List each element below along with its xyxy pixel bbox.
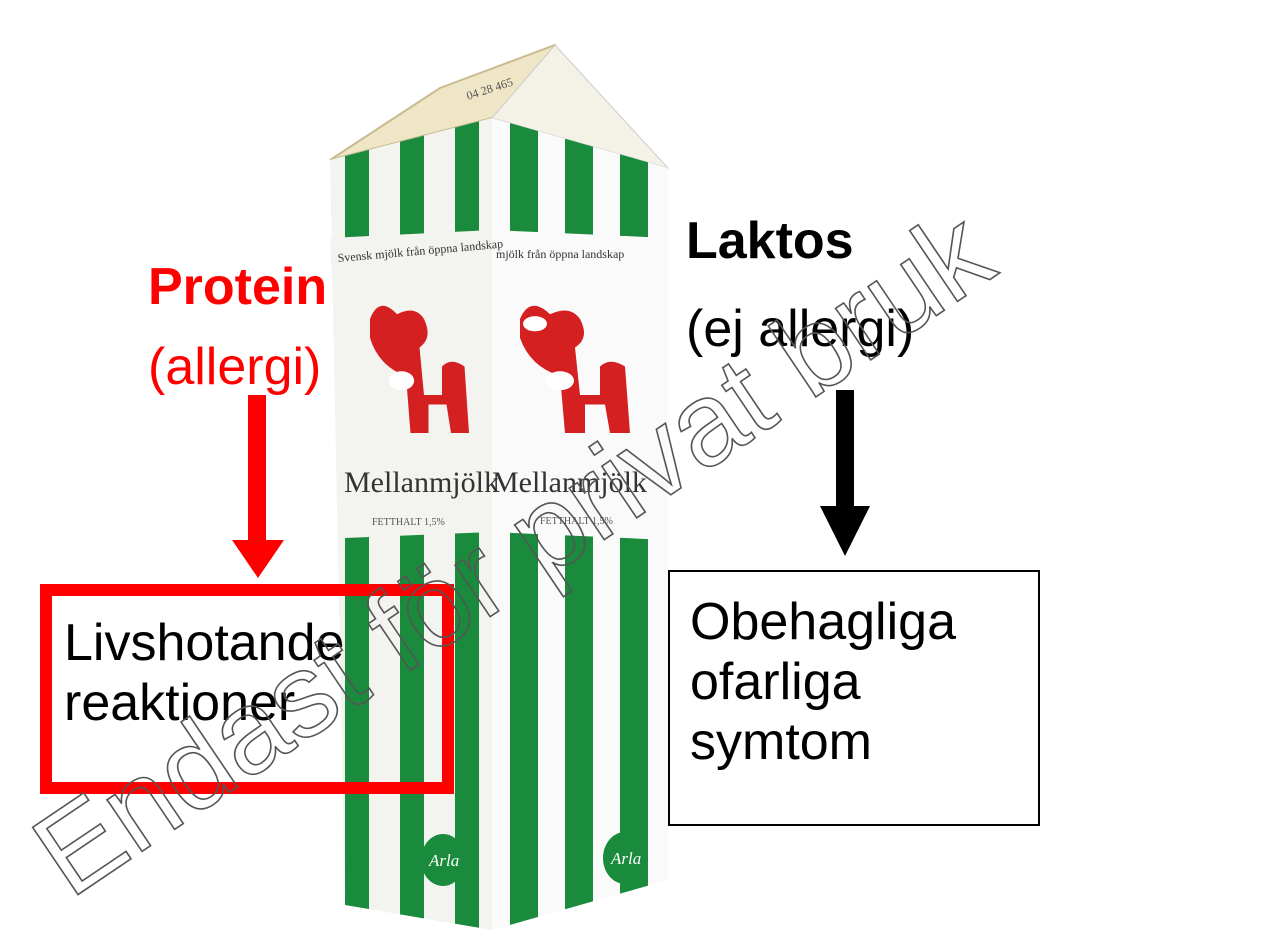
- carton-fat-right: FETTHALT 1,5%: [540, 516, 613, 527]
- laktos-outcome-line-1: Obehagliga: [690, 592, 956, 652]
- laktos-outcome-text: Obehagliga ofarliga symtom: [690, 592, 956, 772]
- protein-outcome-line-2: reaktioner: [64, 673, 344, 733]
- laktos-arrow: [820, 390, 870, 556]
- carton-product-right: Mellanmjölk: [492, 466, 647, 499]
- protein-title: Protein: [148, 258, 327, 316]
- laktos-title: Laktos: [686, 212, 854, 270]
- protein-outcome-text: Livshotande reaktioner: [64, 613, 344, 733]
- svg-text:Arla: Arla: [610, 849, 641, 868]
- protein-outcome-line-1: Livshotande: [64, 613, 344, 673]
- carton-product-left: Mellanmjölk: [344, 466, 499, 499]
- protein-arrow: [232, 395, 284, 578]
- arla-logo-left: Arla: [421, 834, 465, 886]
- laktos-outcome-line-2: ofarliga: [690, 652, 956, 712]
- arla-logo-right: Arla: [603, 832, 647, 884]
- carton-slogan-right: mjölk från öppna landskap: [496, 247, 624, 261]
- laktos-subtitle: (ej allergi): [686, 300, 914, 358]
- carton-fat-left: FETTHALT 1,5%: [372, 517, 445, 528]
- protein-subtitle: (allergi): [148, 338, 321, 396]
- laktos-outcome-line-3: symtom: [690, 712, 956, 772]
- svg-text:Arla: Arla: [428, 851, 459, 870]
